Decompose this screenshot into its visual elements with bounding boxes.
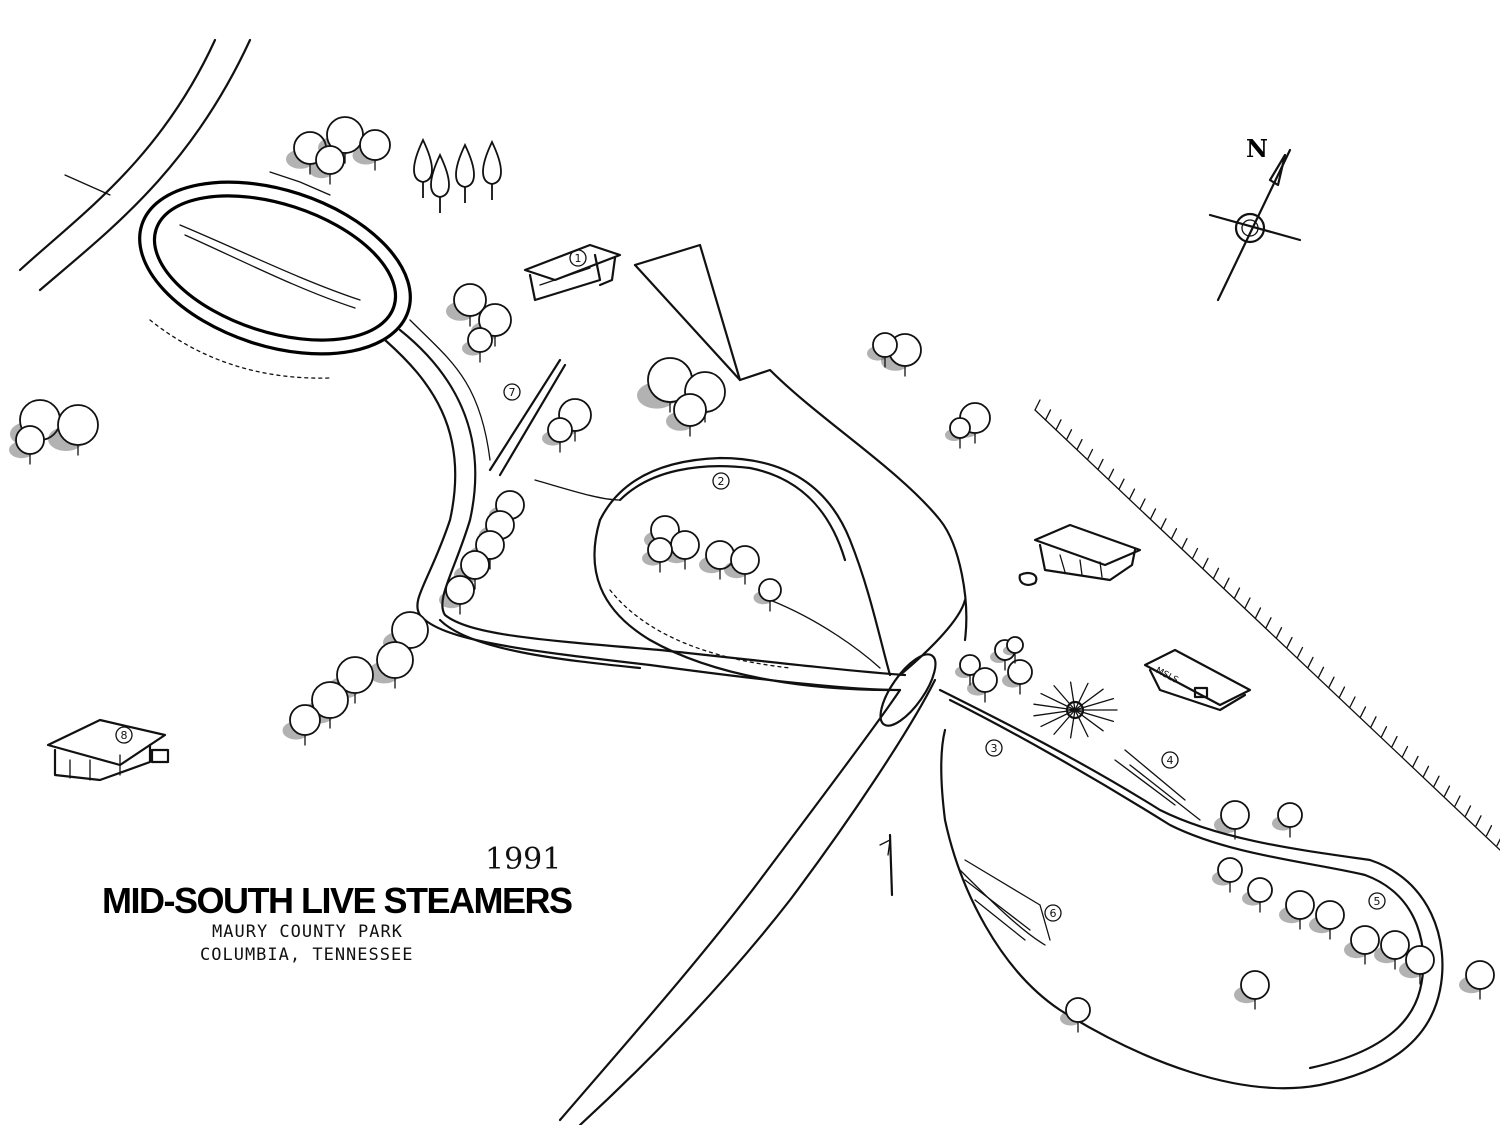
svg-text:8: 8 <box>121 729 128 742</box>
svg-text:4: 4 <box>1167 754 1174 767</box>
msls-clubhouse <box>1143 648 1252 712</box>
tree <box>376 641 414 679</box>
track-east-loop <box>938 688 1444 1090</box>
tree <box>758 578 782 602</box>
tree <box>1405 945 1435 975</box>
spur-tracks <box>959 749 1186 946</box>
marker-2: 2 <box>712 472 730 490</box>
tree <box>1350 925 1380 955</box>
spur-7 <box>409 319 621 501</box>
north-label: N <box>1246 134 1268 163</box>
conifer-tree <box>482 139 502 200</box>
conifer-tree <box>430 152 450 213</box>
park-road <box>558 598 967 1125</box>
tree <box>445 575 475 605</box>
trees <box>9 116 1495 1033</box>
svg-text:6: 6 <box>1050 907 1057 920</box>
svg-text:1: 1 <box>575 252 582 265</box>
svg-text:2: 2 <box>718 475 725 488</box>
marker-8: 8 <box>115 726 133 744</box>
tree <box>315 145 345 175</box>
tree <box>1380 930 1410 960</box>
oval-track-loop <box>138 171 412 379</box>
marker-5: 5 <box>1368 892 1386 910</box>
turntable <box>1033 681 1118 739</box>
tree <box>949 417 971 439</box>
tree <box>467 327 493 353</box>
marker-4: 4 <box>1161 751 1179 769</box>
tree <box>1220 800 1250 830</box>
tree <box>670 530 700 560</box>
tree <box>460 550 490 580</box>
tree <box>972 667 998 693</box>
svg-text:3: 3 <box>991 742 998 755</box>
tree <box>1285 890 1315 920</box>
svg-text:5: 5 <box>1374 895 1381 908</box>
tree <box>1007 659 1033 685</box>
location-line-1: MAURY COUNTY PARK <box>212 922 403 942</box>
tree <box>673 393 707 427</box>
tree <box>289 704 321 736</box>
parking-area <box>633 243 968 642</box>
pavilion-1 <box>523 243 622 302</box>
tree <box>15 425 45 455</box>
building-8 <box>46 718 170 782</box>
tree <box>1277 802 1303 828</box>
fence-line <box>1034 399 1500 851</box>
tree <box>359 129 391 161</box>
location-markers: 1 2 3 4 5 6 7 8 <box>115 249 1386 922</box>
svg-text:7: 7 <box>509 386 516 399</box>
map-year: 1991 <box>485 842 562 877</box>
track-loop-2 <box>593 456 892 692</box>
tree <box>1315 900 1345 930</box>
tree <box>647 537 673 563</box>
main-road <box>18 38 252 292</box>
location-line-2: COLUMBIA, TENNESSEE <box>200 945 414 965</box>
tree <box>1217 857 1243 883</box>
conifer-tree <box>413 137 433 198</box>
tree <box>1006 636 1024 654</box>
marker-3: 3 <box>985 739 1003 757</box>
tree <box>730 545 760 575</box>
tree <box>1065 997 1091 1023</box>
engine-house <box>1018 523 1142 586</box>
tree <box>1247 877 1273 903</box>
compass-rose <box>1208 148 1302 302</box>
tree <box>57 404 99 446</box>
marker-1: 1 <box>569 249 587 267</box>
conifer-tree <box>455 142 475 203</box>
flag-pole <box>879 833 894 897</box>
map-title: MID-SOUTH LIVE STEAMERS <box>102 880 573 921</box>
marker-7: 7 <box>503 383 521 401</box>
tree <box>1240 970 1270 1000</box>
tree <box>547 417 573 443</box>
tree <box>872 332 898 358</box>
marker-6: 6 <box>1044 904 1062 922</box>
tree <box>1465 960 1495 990</box>
